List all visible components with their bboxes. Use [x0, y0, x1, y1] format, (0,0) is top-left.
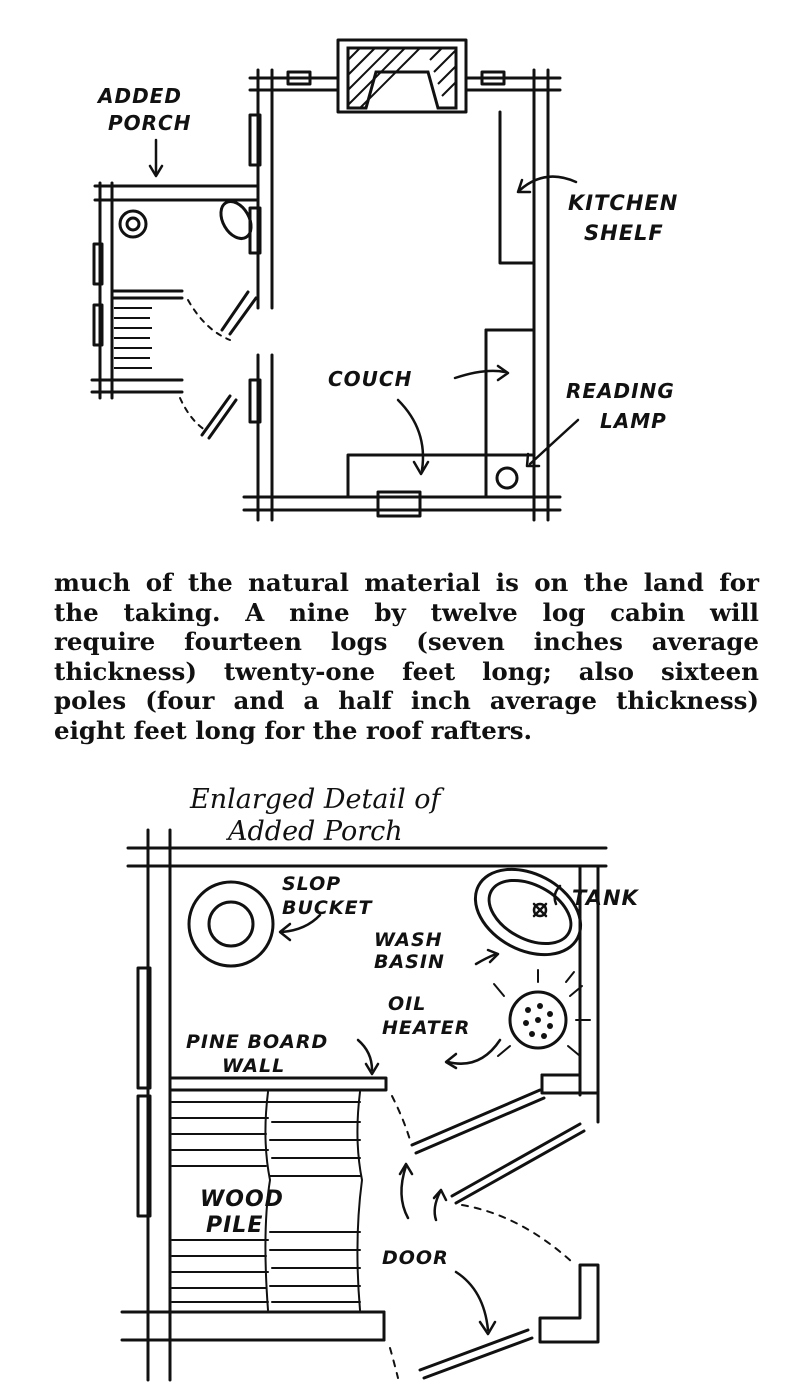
- reading-lamp-icon: [495, 466, 519, 490]
- label-pine-board-wall-1: PINE BOARD: [186, 1031, 328, 1053]
- label-wash-basin-2: BASIN: [374, 951, 445, 973]
- porch-woodpile: [114, 307, 152, 369]
- paragraph-line: poles (four and a half inch average thic…: [54, 686, 759, 715]
- paragraph-line: eight feet long for the roof rafters.: [54, 715, 533, 745]
- detail-walls: [120, 828, 608, 1382]
- label-added-porch-2: PORCH: [108, 111, 191, 135]
- paragraph-line: thickness) twenty-one feet long; also si…: [54, 656, 759, 686]
- label-slop-bucket-2: BUCKET: [282, 897, 374, 919]
- slop-bucket-icon: [187, 880, 275, 968]
- wash-basin-icon: [473, 867, 583, 957]
- label-kitchen-shelf-2: SHELF: [584, 221, 664, 245]
- porch-door-swing: [179, 299, 231, 431]
- plan-arrows: [148, 138, 580, 476]
- cabin-floor-plan: ADDED PORCH KITCHEN SHELF COUCH READING …: [90, 38, 678, 522]
- wood-pile: [171, 1091, 363, 1311]
- fireplace: [336, 38, 468, 114]
- detail-title-2: Added Porch: [225, 816, 403, 847]
- detail-title-1: Enlarged Detail of: [189, 784, 445, 815]
- label-kitchen-shelf-1: KITCHEN: [568, 191, 678, 215]
- body-paragraph: much of the natural material is on the l…: [54, 568, 759, 745]
- label-door: DOOR: [382, 1247, 449, 1269]
- oil-heater-dots: [523, 1003, 553, 1039]
- oil-heater-rays: [493, 969, 591, 1057]
- label-wood-pile-2: PILE: [206, 1213, 263, 1238]
- door-swing-arcs: [389, 1095, 573, 1379]
- chimney-hatching: [346, 46, 458, 110]
- porch-outline: [90, 181, 260, 440]
- label-couch: COUCH: [328, 367, 412, 391]
- tank-tap-icon: [532, 902, 548, 918]
- detail-labels: SLOP BUCKET TANK WASH BASIN OIL HEATER P…: [186, 873, 640, 1269]
- label-slop-bucket-1: SLOP: [282, 873, 341, 895]
- oil-heater-icon: [508, 990, 568, 1050]
- label-oil-heater-1: OIL: [388, 993, 426, 1015]
- label-reading-lamp-1: READING: [566, 379, 675, 403]
- label-oil-heater-2: HEATER: [382, 1017, 470, 1039]
- label-pine-board-wall-2: WALL: [222, 1055, 285, 1077]
- paragraph-line: require fourteen logs (seven inches aver…: [54, 627, 759, 656]
- detail-arrows: [278, 884, 562, 1336]
- label-wash-basin-1: WASH: [374, 929, 443, 951]
- cabin-walls: [242, 38, 562, 522]
- label-added-porch-1: ADDED: [96, 84, 182, 108]
- paragraph-line: the taking. A nine by twelve log cabin w…: [54, 597, 759, 627]
- label-tank: TANK: [572, 886, 640, 910]
- paragraph-line: much of the natural material is on the l…: [54, 568, 759, 597]
- plan-labels: ADDED PORCH KITCHEN SHELF COUCH READING …: [96, 84, 678, 433]
- label-reading-lamp-2: LAMP: [600, 409, 667, 433]
- label-wood-pile-1: WOOD: [200, 1187, 284, 1212]
